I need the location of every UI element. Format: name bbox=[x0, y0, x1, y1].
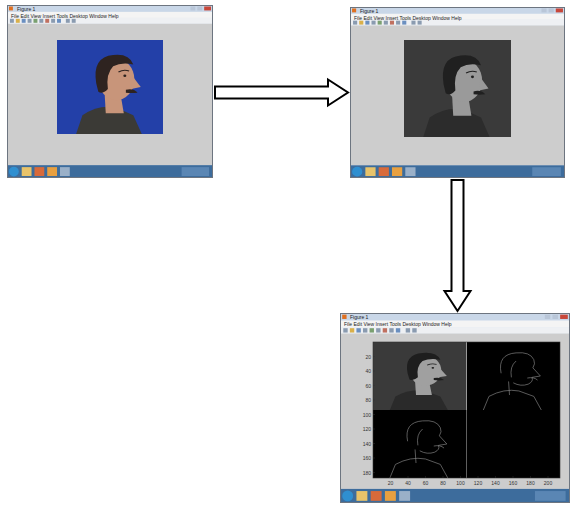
menu-bar-text: File Edit View Insert Tools Desktop Wind… bbox=[11, 13, 119, 19]
x-tick-label: 20 bbox=[388, 480, 394, 486]
block-arrow bbox=[215, 80, 348, 106]
y-tick-label: 80 bbox=[365, 397, 371, 403]
y-tick-label: 60 bbox=[365, 383, 371, 389]
window-title: Figure 1 bbox=[360, 8, 378, 15]
y-tick-label: 100 bbox=[363, 412, 371, 418]
y-tick-label: 160 bbox=[363, 455, 371, 461]
x-tick-label: 180 bbox=[526, 480, 534, 486]
y-tick-label: 140 bbox=[363, 441, 371, 447]
axes bbox=[373, 342, 560, 478]
figure-window: Figure 1File Edit View Insert Tools Desk… bbox=[340, 313, 570, 503]
x-tick-label: 80 bbox=[440, 480, 446, 486]
x-tick-label: 140 bbox=[491, 480, 499, 486]
tick-marks bbox=[373, 357, 548, 479]
y-tick-label: 180 bbox=[363, 470, 371, 476]
x-tick-label: 60 bbox=[423, 480, 429, 486]
menu-bar-text: File Edit View Insert Tools Desktop Wind… bbox=[354, 15, 462, 21]
x-tick-label: 120 bbox=[474, 480, 482, 486]
x-tick-label: 40 bbox=[405, 480, 411, 486]
x-tick-label: 160 bbox=[509, 480, 517, 486]
window-original bbox=[7, 5, 213, 178]
y-tick-label: 120 bbox=[363, 426, 371, 432]
figure-window: Figure 1File Edit View Insert Tools Desk… bbox=[7, 5, 213, 178]
window-title: Figure 1 bbox=[350, 314, 368, 321]
y-tick-label: 20 bbox=[365, 354, 371, 360]
block-arrow bbox=[445, 180, 471, 311]
figure-window: Figure 1File Edit View Insert Tools Desk… bbox=[350, 7, 565, 178]
window-grayscale bbox=[350, 7, 565, 178]
x-tick-label: 200 bbox=[544, 480, 552, 486]
menu-bar-text: File Edit View Insert Tools Desktop Wind… bbox=[344, 321, 452, 327]
x-tick-label: 100 bbox=[456, 480, 464, 486]
window-wavelet bbox=[340, 313, 570, 503]
y-tick-label: 40 bbox=[365, 368, 371, 374]
window-title: Figure 1 bbox=[17, 6, 35, 13]
